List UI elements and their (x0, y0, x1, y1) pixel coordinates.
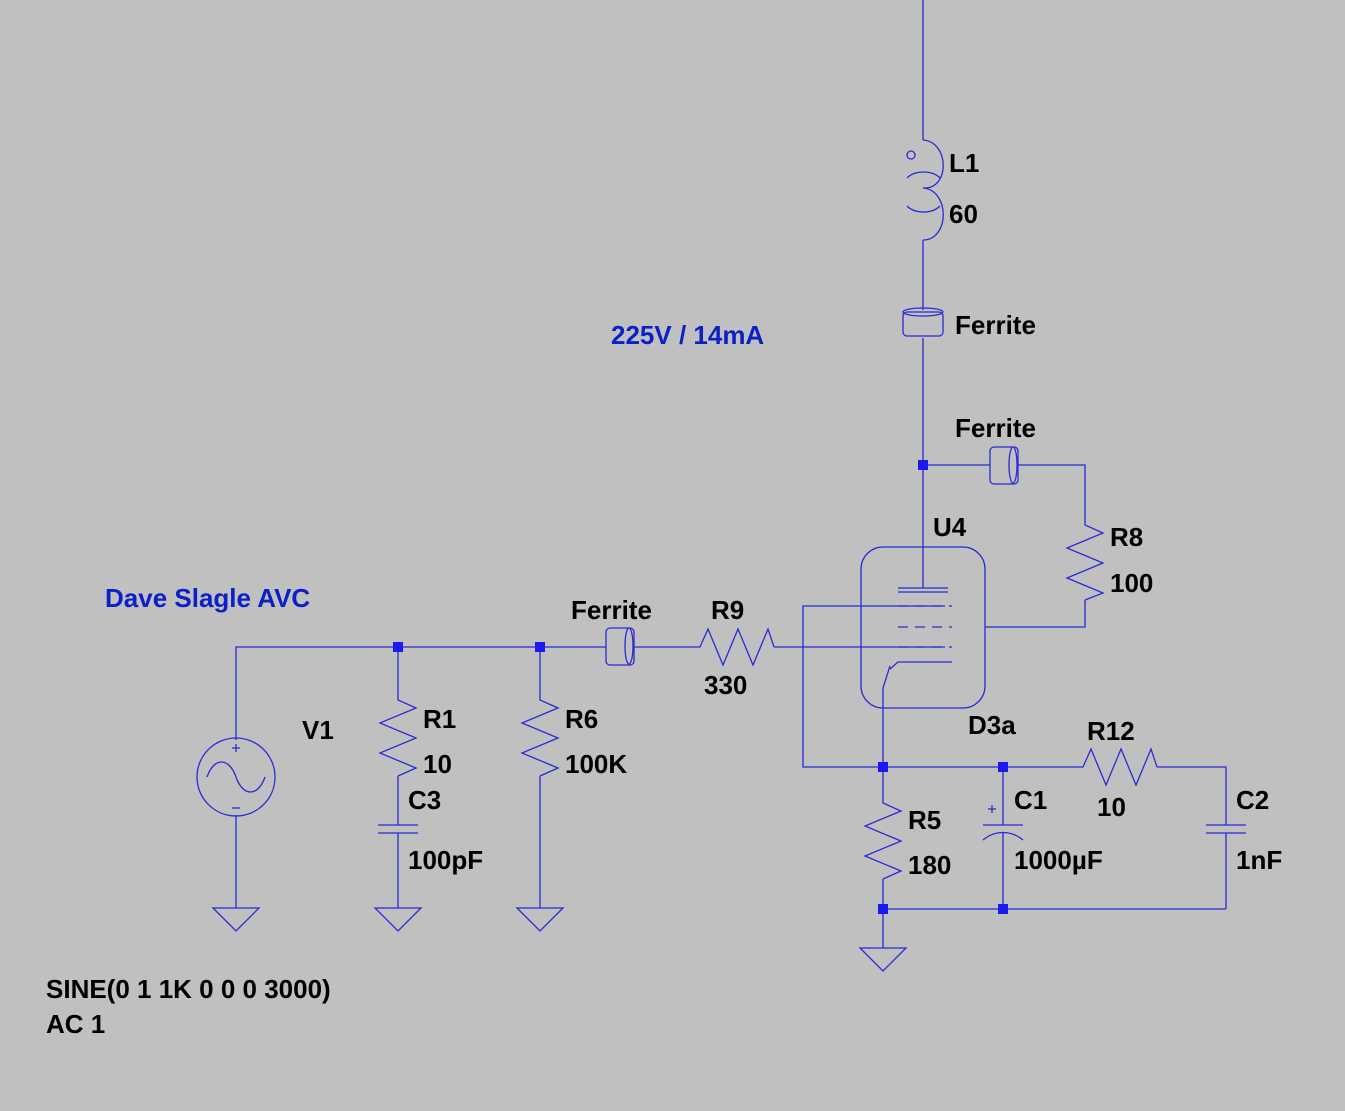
resistor-r6[interactable] (520, 692, 560, 777)
c1-name: C1 (1014, 785, 1047, 815)
wire-suppressor-loop (802, 605, 945, 768)
r6-name: R6 (565, 704, 598, 734)
wire-r8-to-screen (985, 600, 1086, 628)
l1-value: 60 (949, 199, 978, 229)
r9-name: R9 (711, 595, 744, 625)
junction-plate (918, 460, 928, 470)
ground-r6-icon (515, 907, 565, 932)
ground-c3-icon (373, 907, 423, 932)
r8-value: 100 (1110, 568, 1153, 598)
c1-value: 1000µF (1014, 845, 1103, 875)
junction-input-r6 (535, 642, 545, 652)
ferrite-grid-label: Ferrite (571, 595, 652, 625)
wire-input-bus (235, 646, 606, 740)
resistor-r8[interactable] (1065, 515, 1105, 601)
junctions (393, 460, 1008, 914)
v1-name: V1 (302, 715, 334, 745)
ferrite-grid-icon[interactable] (605, 627, 635, 666)
junction-c1-bottom (998, 904, 1008, 914)
r6-value: 100K (565, 749, 627, 779)
r1-value: 10 (423, 749, 452, 779)
ferrite-plate-icon[interactable] (989, 446, 1019, 485)
junction-cathode (878, 762, 888, 772)
wires (235, 0, 1227, 948)
resistor-r9[interactable] (690, 627, 775, 667)
c3-value: 100pF (408, 845, 483, 875)
ferrite-top-icon[interactable] (902, 307, 944, 337)
junction-input-r1 (393, 642, 403, 652)
r1-name: R1 (423, 704, 456, 734)
source-directive-line2: AC 1 (46, 1009, 105, 1039)
c2-value: 1nF (1236, 845, 1282, 875)
r9-value: 330 (704, 670, 747, 700)
ferrite-plate-label: Ferrite (955, 413, 1036, 443)
r12-name: R12 (1087, 716, 1135, 746)
title-note: Dave Slagle AVC (105, 583, 310, 613)
c3-name: C3 (408, 785, 441, 815)
resistor-r12[interactable] (1075, 747, 1158, 787)
c2-name: C2 (1236, 785, 1269, 815)
wire-r12-to-c2 (1157, 766, 1227, 825)
ground-cathode-icon (858, 947, 908, 972)
supply-note: 225V / 14mA (611, 320, 764, 350)
r12-value: 10 (1097, 792, 1126, 822)
source-directive-line1: SINE(0 1 1K 0 0 0 3000) (46, 974, 331, 1004)
resistor-r5[interactable] (863, 795, 903, 880)
u4-name: U4 (933, 512, 967, 542)
wire-ferrite-to-r8 (1018, 464, 1086, 515)
resistor-r1[interactable] (378, 692, 418, 777)
tube-u4[interactable] (860, 546, 986, 709)
inductor-l1[interactable] (906, 139, 944, 241)
capacitor-c3[interactable] (378, 824, 418, 834)
l1-name: L1 (949, 148, 979, 178)
voltage-source-v1[interactable] (196, 737, 276, 817)
ferrite-top-label: Ferrite (955, 310, 1036, 340)
capacitor-c1-electrolytic[interactable] (982, 805, 1024, 841)
junction-c1-top (998, 762, 1008, 772)
r5-value: 180 (908, 850, 951, 880)
r8-name: R8 (1110, 522, 1143, 552)
ground-v1-icon (211, 907, 261, 932)
r5-name: R5 (908, 805, 941, 835)
u4-model: D3a (968, 710, 1016, 740)
junction-r5-bottom (878, 904, 888, 914)
capacitor-c2[interactable] (1206, 824, 1246, 834)
